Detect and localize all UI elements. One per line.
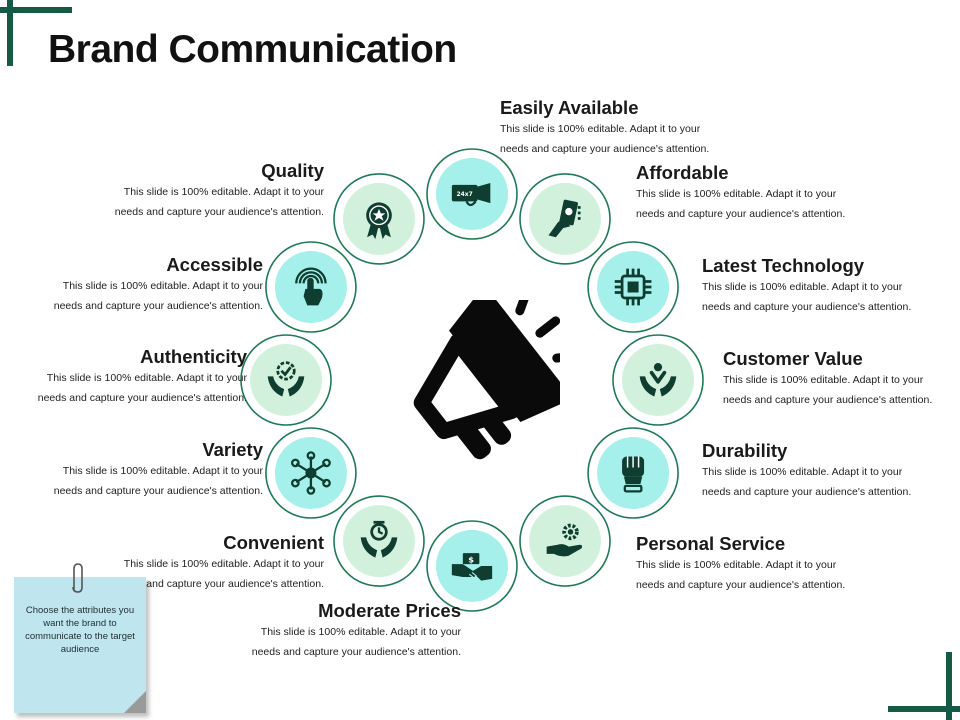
ring-node-customer-value — [612, 334, 704, 426]
item-desc-line: needs and capture your audience's attent… — [251, 646, 461, 658]
item-desc-line: This slide is 100% editable. Adapt it to… — [636, 559, 837, 571]
paperclip-icon — [72, 563, 83, 593]
item-desc-line: This slide is 100% editable. Adapt it to… — [123, 186, 324, 198]
ring-node-moderate-prices — [426, 520, 518, 612]
sticky-note: Choose the attributes you want the brand… — [14, 577, 146, 713]
ring-node-easily-available — [426, 148, 518, 240]
item-heading: Quality — [261, 160, 324, 181]
ring-node-authenticity — [240, 334, 332, 426]
item-desc-line: This slide is 100% editable. Adapt it to… — [702, 281, 903, 293]
item-desc-line: needs and capture your audience's attent… — [114, 578, 324, 590]
ring-node-fill — [343, 505, 415, 578]
ring-node-accessible — [265, 241, 357, 333]
item-desc-line: This slide is 100% editable. Adapt it to… — [260, 626, 461, 638]
corner-accent-bottom-right-horizontal — [888, 706, 960, 712]
item-desc-line: This slide is 100% editable. Adapt it to… — [500, 123, 701, 135]
item-quality: Quality This slide is 100% editable. Ada… — [64, 160, 324, 222]
item-desc-line: This slide is 100% editable. Adapt it to… — [62, 280, 263, 292]
megaphone-icon — [388, 264, 600, 474]
fist-icon — [620, 455, 646, 493]
corner-accent-top-left-vertical — [7, 0, 13, 66]
ring-node-affordable — [519, 173, 611, 265]
item-customer-value: Customer Value This slide is 100% editab… — [723, 348, 960, 410]
item-desc-line: This slide is 100% editable. Adapt it to… — [62, 465, 263, 477]
item-desc-line: needs and capture your audience's attent… — [636, 208, 846, 220]
item-heading: Moderate Prices — [318, 600, 461, 621]
ring-node-convenient — [333, 495, 425, 587]
item-latest-technology: Latest Technology This slide is 100% edi… — [702, 255, 960, 317]
item-affordable: Affordable This slide is 100% editable. … — [636, 162, 896, 224]
item-heading: Latest Technology — [702, 255, 865, 276]
item-convenient: Convenient This slide is 100% editable. … — [64, 532, 324, 594]
ring-node-variety — [265, 427, 357, 519]
slide-title: Brand Communication — [48, 28, 457, 71]
item-variety: Variety This slide is 100% editable. Ada… — [3, 439, 263, 501]
ring-node-quality — [333, 173, 425, 265]
item-desc-line: needs and capture your audience's attent… — [500, 143, 710, 155]
item-heading: Affordable — [636, 162, 729, 183]
item-desc-line: needs and capture your audience's attent… — [114, 206, 324, 218]
corner-accent-top-left-horizontal — [0, 7, 72, 13]
ring-node-latest-technology — [587, 241, 679, 333]
sticky-note-text: Choose the attributes you want the brand… — [25, 605, 135, 655]
item-heading: Variety — [202, 439, 263, 460]
item-personal-service: Personal Service This slide is 100% edit… — [636, 533, 896, 595]
item-desc-line: This slide is 100% editable. Adapt it to… — [46, 372, 247, 384]
item-moderate-prices: Moderate Prices This slide is 100% edita… — [201, 600, 461, 662]
item-desc-line: This slide is 100% editable. Adapt it to… — [702, 466, 903, 478]
item-heading: Durability — [702, 440, 788, 461]
item-desc-line: needs and capture your audience's attent… — [702, 301, 912, 313]
item-heading: Accessible — [166, 254, 263, 275]
item-desc-line: needs and capture your audience's attent… — [37, 392, 247, 404]
ring-node-fill — [436, 530, 508, 602]
item-heading: Personal Service — [636, 533, 786, 554]
item-desc-line: This slide is 100% editable. Adapt it to… — [636, 188, 837, 200]
item-desc-line: This slide is 100% editable. Adapt it to… — [123, 558, 324, 570]
item-heading: Authenticity — [140, 346, 247, 367]
corner-accent-bottom-right-vertical — [946, 652, 952, 720]
item-desc-line: needs and capture your audience's attent… — [53, 485, 263, 497]
item-heading: Convenient — [223, 532, 324, 553]
item-desc-line: needs and capture your audience's attent… — [723, 394, 933, 406]
item-desc-line: This slide is 100% editable. Adapt it to… — [723, 374, 924, 386]
item-authenticity: Authenticity This slide is 100% editable… — [0, 346, 247, 408]
item-desc-line: needs and capture your audience's attent… — [636, 579, 846, 591]
item-desc-line: needs and capture your audience's attent… — [53, 300, 263, 312]
ring-node-personal-service — [519, 495, 611, 587]
ring-node-fill — [529, 505, 601, 578]
ring-node-durability — [587, 427, 679, 519]
item-heading: Easily Available — [500, 97, 639, 118]
item-desc-line: needs and capture your audience's attent… — [702, 486, 912, 498]
item-durability: Durability This slide is 100% editable. … — [702, 440, 960, 502]
item-easily-available: Easily Available This slide is 100% edit… — [500, 97, 760, 159]
item-heading: Customer Value — [723, 348, 863, 369]
item-accessible: Accessible This slide is 100% editable. … — [3, 254, 263, 316]
